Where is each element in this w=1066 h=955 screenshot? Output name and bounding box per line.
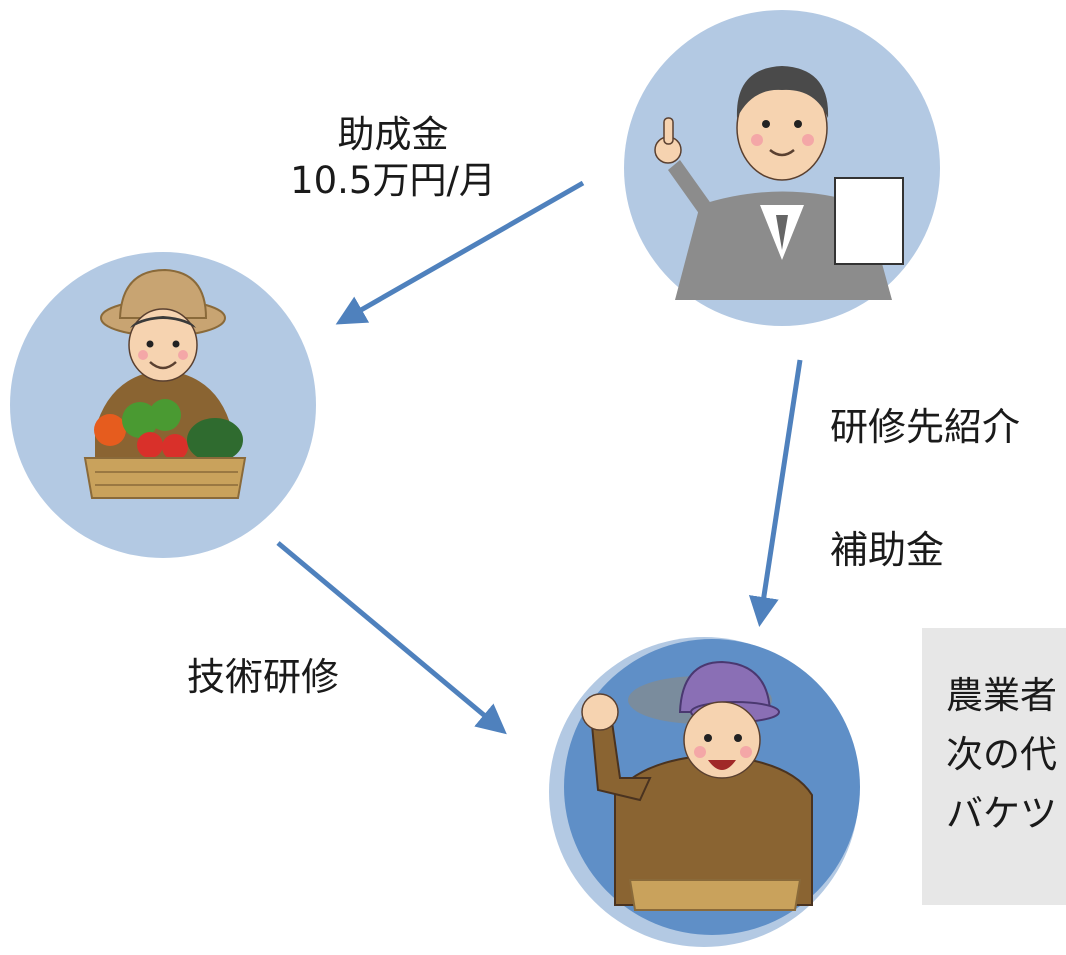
grant-label: 補助金: [830, 528, 945, 572]
new-farmer-node: [549, 637, 860, 947]
note-line-3: バケツ: [946, 792, 1057, 835]
businessman-pointing-icon: [654, 66, 904, 300]
arrow-official-to-new-farmer: [748, 359, 803, 627]
note-box: 農業者 次の代 バケツ: [922, 628, 1066, 905]
subsidy-title: 助成金: [337, 113, 449, 156]
note-line-2: 次の代: [946, 733, 1057, 776]
technical-training-label: 技術研修: [187, 655, 340, 699]
arrow-official-to-farmer: [335, 180, 585, 325]
training-introduction-label: 研修先紹介: [830, 405, 1021, 449]
farmer-with-vegetables-icon: [83, 268, 247, 499]
farmer-node: [10, 252, 316, 558]
arrow-farmer-to-new-farmer: [276, 541, 507, 735]
subsidy-label: 助成金 10.5万円/月: [268, 112, 518, 204]
note-line-1: 農業者: [946, 674, 1057, 717]
subsidy-amount: 10.5万円/月: [290, 159, 496, 202]
young-farmer-fist-icon: [581, 660, 813, 911]
official-node: [624, 10, 940, 326]
